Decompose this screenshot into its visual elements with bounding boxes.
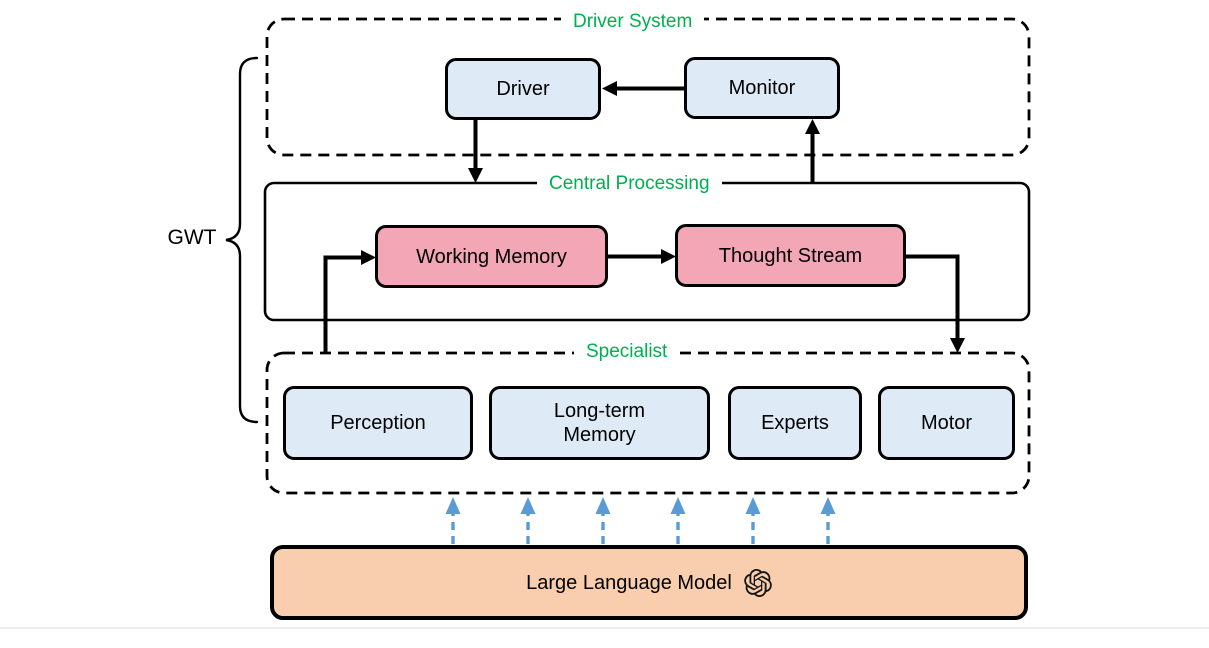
- monitor-node: Monitor: [684, 57, 840, 119]
- llm-node: Large Language Model: [270, 545, 1028, 620]
- motor-node: Motor: [878, 386, 1015, 460]
- arrow-specialist-to-wm: [323, 255, 362, 352]
- gwt-brace: [225, 56, 259, 424]
- arrowhead-central-to-monitor: [805, 119, 820, 134]
- openai-logo-icon: [744, 568, 772, 597]
- arrowhead-monitor-to-driver: [602, 81, 617, 96]
- driver-system-label: Driver System: [561, 8, 705, 35]
- arrowhead-specialist-to-wm: [361, 250, 376, 265]
- gwt-label: GWT: [167, 225, 217, 249]
- arrowhead-wm-to-ts: [661, 249, 676, 264]
- perception-node: Perception: [283, 386, 473, 460]
- arrowhead-driver-to-central: [468, 168, 483, 183]
- llm-label: Large Language Model: [526, 571, 732, 594]
- llm-node-content: Large Language Model: [526, 568, 772, 597]
- driver-node: Driver: [445, 58, 601, 120]
- arrow-ts-to-specialist: [906, 254, 960, 339]
- page-edge-line: [0, 627, 1209, 629]
- experts-node: Experts: [728, 386, 862, 460]
- working-memory-node: Working Memory: [375, 225, 608, 288]
- llm-arrowheads: [445, 497, 836, 514]
- long-term-memory-label: Long-term Memory: [553, 400, 646, 446]
- specialist-label: Specialist: [574, 339, 680, 365]
- llm-to-specialist-arrows: [451, 513, 830, 544]
- arrowhead-ts-to-specialist: [950, 338, 965, 353]
- central-processing-label: Central Processing: [537, 171, 722, 197]
- thought-stream-node: Thought Stream: [675, 224, 906, 287]
- long-term-memory-node: Long-term Memory: [489, 386, 710, 460]
